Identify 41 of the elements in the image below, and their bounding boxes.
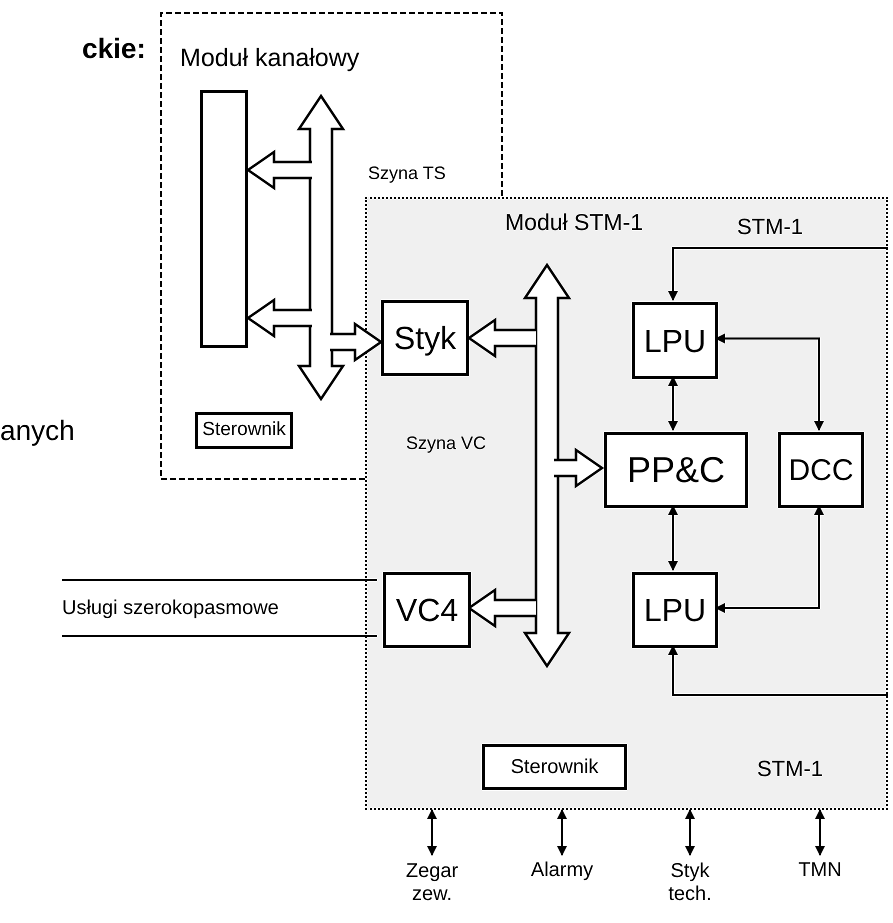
block-box: VC4 bbox=[383, 572, 471, 648]
block-box bbox=[200, 90, 248, 348]
controller-box: Sterownik bbox=[195, 412, 293, 449]
bus-label: Szyna TS bbox=[368, 162, 446, 185]
bus-arrow bbox=[297, 95, 345, 400]
signal-line bbox=[62, 579, 377, 581]
block-box: PP&C bbox=[604, 432, 748, 508]
controller-box: Sterownik bbox=[482, 744, 627, 790]
text-fragment: anych bbox=[0, 414, 75, 448]
arrow bbox=[668, 376, 678, 431]
port-label: Zegar zew. bbox=[400, 855, 464, 911]
arrow bbox=[668, 247, 888, 301]
module-title: Moduł STM-1 bbox=[505, 208, 644, 237]
module-frame bbox=[365, 197, 888, 810]
port-label: Styk tech. bbox=[660, 855, 720, 911]
bus-branch-arrow bbox=[246, 150, 314, 190]
arrow bbox=[815, 809, 825, 856]
block-box: DCC bbox=[778, 432, 864, 508]
module-title: Moduł kanałowy bbox=[180, 43, 360, 74]
arrow bbox=[427, 809, 437, 856]
arrow bbox=[668, 645, 888, 696]
block-box: LPU bbox=[632, 302, 718, 379]
port-label: Alarmy bbox=[524, 855, 600, 885]
arrow bbox=[715, 505, 824, 613]
text-fragment: ckie: bbox=[82, 32, 146, 66]
block-box: Styk bbox=[381, 300, 469, 376]
arrow bbox=[685, 809, 695, 856]
signal-line bbox=[62, 635, 377, 637]
port-label: TMN bbox=[790, 855, 850, 885]
bus-branch-arrow bbox=[246, 298, 314, 338]
module-frame bbox=[160, 12, 503, 480]
arrow bbox=[715, 334, 824, 431]
service-label: Usługi szerokopasmowe bbox=[62, 580, 376, 636]
bus-arrow bbox=[524, 264, 570, 667]
bus-label: Szyna VC bbox=[406, 432, 486, 455]
arrow bbox=[557, 809, 567, 856]
block-box: LPU bbox=[632, 572, 718, 648]
arrow bbox=[668, 505, 678, 571]
bus-branch-arrow bbox=[552, 448, 604, 488]
bus-branch-arrow bbox=[328, 322, 384, 362]
bus-branch-arrow bbox=[466, 318, 538, 358]
